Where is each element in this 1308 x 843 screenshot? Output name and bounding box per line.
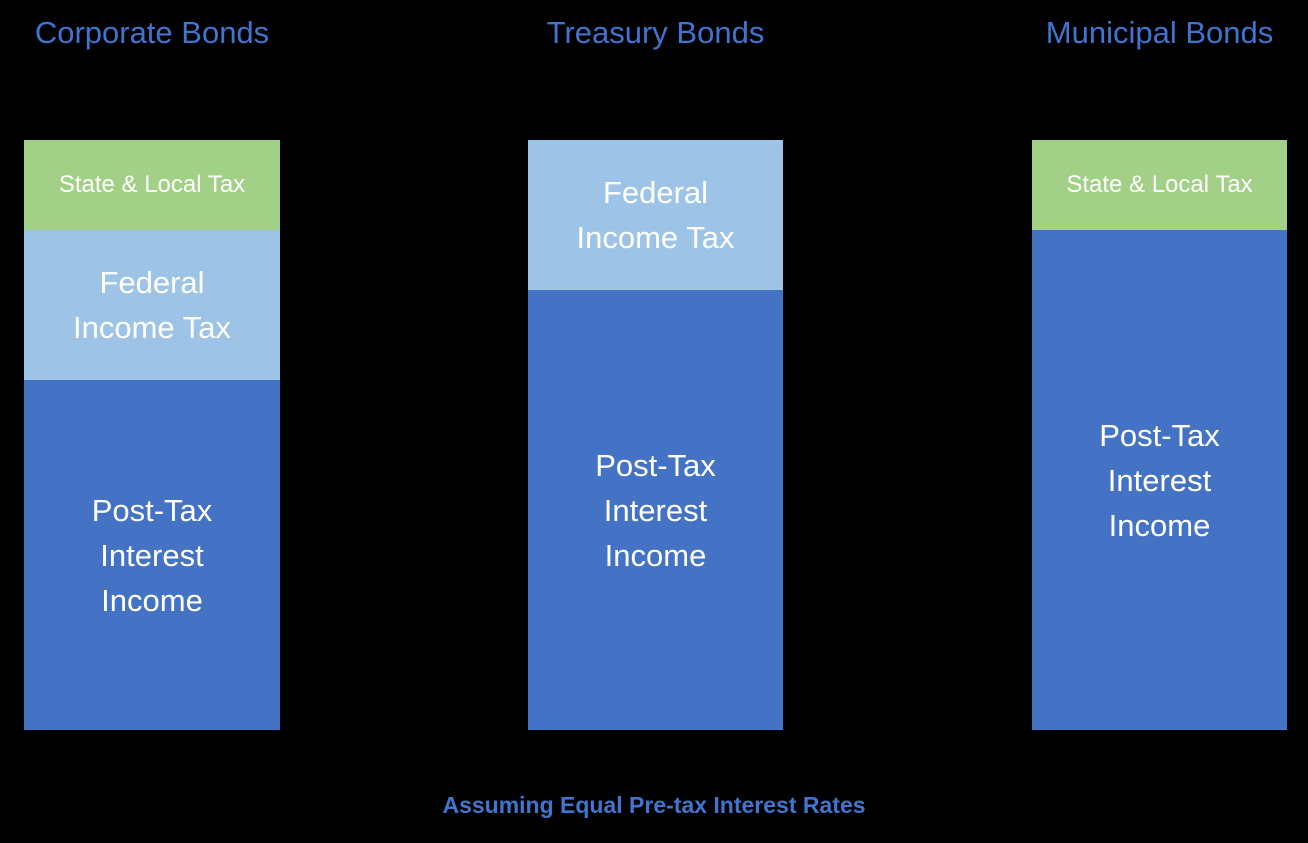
bar-segment-state-local-tax: State & Local Tax	[1032, 140, 1287, 230]
bar-segment-label: Post-Tax Interest Income	[1099, 417, 1220, 543]
column-title-treasury-bonds: Treasury Bonds	[546, 15, 765, 50]
bar-segment-federal-income-tax: Federal Income Tax	[24, 230, 280, 380]
column-title-municipal-bonds: Municipal Bonds	[1045, 15, 1274, 50]
bar-segment-label: Federal Income Tax	[576, 175, 735, 255]
bar-segment-label: Federal Income Tax	[73, 265, 231, 345]
bar-segment-label: Post-Tax Interest Income	[595, 447, 716, 573]
column-title-corporate-bonds: Corporate Bonds	[34, 15, 270, 50]
bar-segment-post-tax-interest-income: Post-Tax Interest Income	[24, 380, 280, 730]
bar-segment-label: State & Local Tax	[1066, 171, 1253, 198]
bar-segment-federal-income-tax: Federal Income Tax	[528, 140, 783, 290]
bar-segment-label: State & Local Tax	[58, 171, 246, 198]
bar-segment-label: Post-Tax Interest Income	[91, 492, 213, 618]
bar-segment-state-local-tax: State & Local Tax	[24, 140, 280, 230]
bar-segment-post-tax-interest-income: Post-Tax Interest Income	[1032, 230, 1287, 730]
bar-segment-post-tax-interest-income: Post-Tax Interest Income	[528, 290, 783, 730]
caption: Assuming Equal Pre-tax Interest Rates	[442, 792, 866, 818]
